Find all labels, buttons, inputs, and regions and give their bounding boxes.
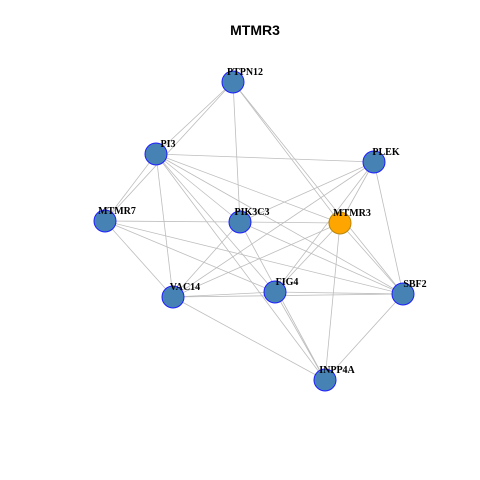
node-label-inpp4a: INPP4A: [319, 365, 355, 376]
edge-pi3-plek: [155, 153, 375, 163]
node-circle-pi3: [144, 142, 168, 166]
edge-mtmr7-vac14: [104, 220, 174, 298]
edge-pik3c3-mtmr3: [239, 221, 341, 224]
edge-ptpn12-pik3c3: [232, 81, 241, 223]
edge-ptpn12-sbf2: [232, 81, 404, 295]
node-circle-fig4: [263, 280, 287, 304]
edge-mtmr3-fig4: [274, 222, 341, 293]
node-sbf2: SBF2: [391, 279, 427, 306]
edge-pi3-fig4: [155, 153, 276, 293]
node-circle-mtmr3: [328, 211, 352, 235]
node-plek: PLEK: [362, 147, 400, 174]
edge-vac14-fig4: [172, 291, 276, 298]
edges-layer: [104, 81, 404, 381]
edge-plek-vac14: [172, 161, 375, 298]
node-circle-ptpn12: [221, 70, 245, 94]
edge-fig4-sbf2: [274, 291, 404, 295]
node-label-fig4: FIG4: [276, 277, 299, 288]
edge-pi3-pik3c3: [155, 153, 241, 223]
node-inpp4a: INPP4A: [313, 365, 356, 392]
edge-pi3-sbf2: [155, 153, 404, 295]
node-circle-mtmr7: [93, 209, 117, 233]
edge-pik3c3-sbf2: [239, 221, 404, 295]
node-circle-sbf2: [391, 282, 415, 306]
edge-vac14-inpp4a: [172, 296, 326, 381]
edge-mtmr7-sbf2: [104, 220, 404, 295]
node-pi3: PI3: [144, 139, 176, 166]
node-label-sbf2: SBF2: [403, 279, 426, 290]
node-pik3c3: PIK3C3: [228, 207, 270, 234]
node-label-vac14: VAC14: [170, 282, 200, 293]
edge-plek-fig4: [274, 161, 375, 293]
edge-mtmr3-inpp4a: [324, 222, 341, 381]
edge-mtmr3-vac14: [172, 222, 341, 298]
edge-pi3-mtmr7: [104, 153, 157, 222]
node-fig4: FIG4: [263, 277, 299, 304]
edge-pi3-vac14: [155, 153, 174, 298]
node-vac14: VAC14: [161, 282, 200, 309]
edge-mtmr7-pik3c3: [104, 220, 241, 223]
edge-pik3c3-inpp4a: [239, 221, 326, 381]
node-circle-inpp4a: [313, 368, 337, 392]
edge-pik3c3-vac14: [172, 221, 241, 298]
node-mtmr3: MTMR3: [328, 208, 371, 235]
edge-plek-pik3c3: [239, 161, 375, 223]
diagram-title: MTMR3: [230, 22, 280, 38]
node-label-pi3: PI3: [161, 139, 176, 150]
node-mtmr7: MTMR7: [93, 206, 136, 233]
node-label-ptpn12: PTPN12: [227, 67, 263, 78]
edge-ptpn12-mtmr7: [104, 81, 234, 222]
node-circle-pik3c3: [228, 210, 252, 234]
edge-vac14-sbf2: [172, 293, 404, 298]
node-circle-plek: [362, 150, 386, 174]
edge-ptpn12-pi3: [155, 81, 234, 155]
node-label-mtmr3: MTMR3: [333, 208, 371, 219]
edge-ptpn12-mtmr3: [232, 81, 341, 224]
edge-sbf2-inpp4a: [324, 293, 404, 381]
edge-mtmr3-sbf2: [339, 222, 404, 295]
node-ptpn12: PTPN12: [221, 67, 263, 94]
edge-plek-sbf2: [373, 161, 404, 295]
edge-pi3-mtmr3: [155, 153, 341, 224]
edge-plek-mtmr3: [339, 161, 375, 224]
edge-mtmr7-fig4: [104, 220, 276, 293]
node-label-mtmr7: MTMR7: [98, 206, 136, 217]
edge-fig4-inpp4a: [274, 291, 326, 381]
node-circle-vac14: [161, 285, 185, 309]
node-label-plek: PLEK: [372, 147, 399, 158]
node-label-pik3c3: PIK3C3: [235, 207, 270, 218]
